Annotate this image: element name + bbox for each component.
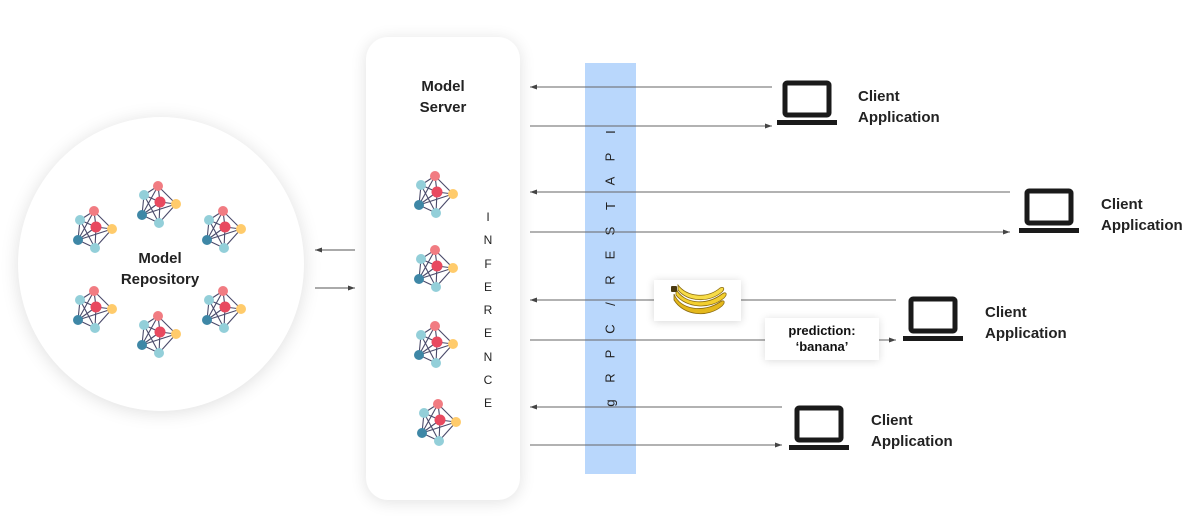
neural-network-icon xyxy=(136,180,182,229)
client-label-line1: Client xyxy=(985,304,1027,321)
client-label-3: Client Application xyxy=(985,302,1067,344)
neural-network-icon xyxy=(201,285,247,334)
model-repository-label: Model Repository xyxy=(108,248,212,290)
banana-image xyxy=(671,283,727,314)
inference-letter: N xyxy=(483,233,493,248)
repository-label-line1: Model xyxy=(138,250,182,267)
client-label-1: Client Application xyxy=(858,86,940,128)
input-image-card xyxy=(654,280,741,321)
inference-letter: C xyxy=(483,372,493,387)
inference-letter: N xyxy=(483,349,493,364)
prediction-card: prediction: ‘banana’ xyxy=(765,318,879,360)
server-label-line2: Server xyxy=(419,99,467,116)
inference-letter: E xyxy=(483,396,492,410)
neural-network-icon xyxy=(413,170,459,219)
server-label-line1: Model xyxy=(421,78,465,95)
neural-network-icon xyxy=(413,244,459,293)
neural-network-icon xyxy=(136,310,182,359)
laptop-icon xyxy=(1019,188,1079,236)
client-label-line1: Client xyxy=(1101,196,1143,213)
inference-letter: E xyxy=(483,279,492,294)
client-label-line2: Application xyxy=(871,433,953,450)
inference-letter: R xyxy=(483,303,493,317)
laptop-icon xyxy=(903,296,963,344)
neural-network-icon xyxy=(72,205,118,254)
client-label-2: Client Application xyxy=(1101,194,1183,236)
api-bar xyxy=(585,63,636,474)
client-label-line2: Application xyxy=(985,325,1067,342)
neural-network-icon xyxy=(416,398,462,447)
neural-network-icon xyxy=(72,285,118,334)
client-label-line1: Client xyxy=(871,412,913,429)
client-label-4: Client Application xyxy=(871,410,953,452)
inference-letter: E xyxy=(483,326,492,341)
client-label-line2: Application xyxy=(858,109,940,126)
client-label-line2: Application xyxy=(1101,217,1183,234)
client-label-line1: Client xyxy=(858,88,900,105)
inference-letter: I xyxy=(486,210,490,224)
repository-label-line2: Repository xyxy=(120,271,200,288)
prediction-value: ‘banana’ xyxy=(795,339,849,354)
laptop-icon xyxy=(777,80,837,128)
model-server-label: Model Server xyxy=(400,76,486,118)
prediction-label: prediction: xyxy=(788,323,856,338)
laptop-icon xyxy=(789,405,849,453)
inference-letter: F xyxy=(484,256,492,271)
model-repository xyxy=(18,117,304,411)
neural-network-icon xyxy=(413,320,459,369)
neural-network-icon xyxy=(201,205,247,254)
